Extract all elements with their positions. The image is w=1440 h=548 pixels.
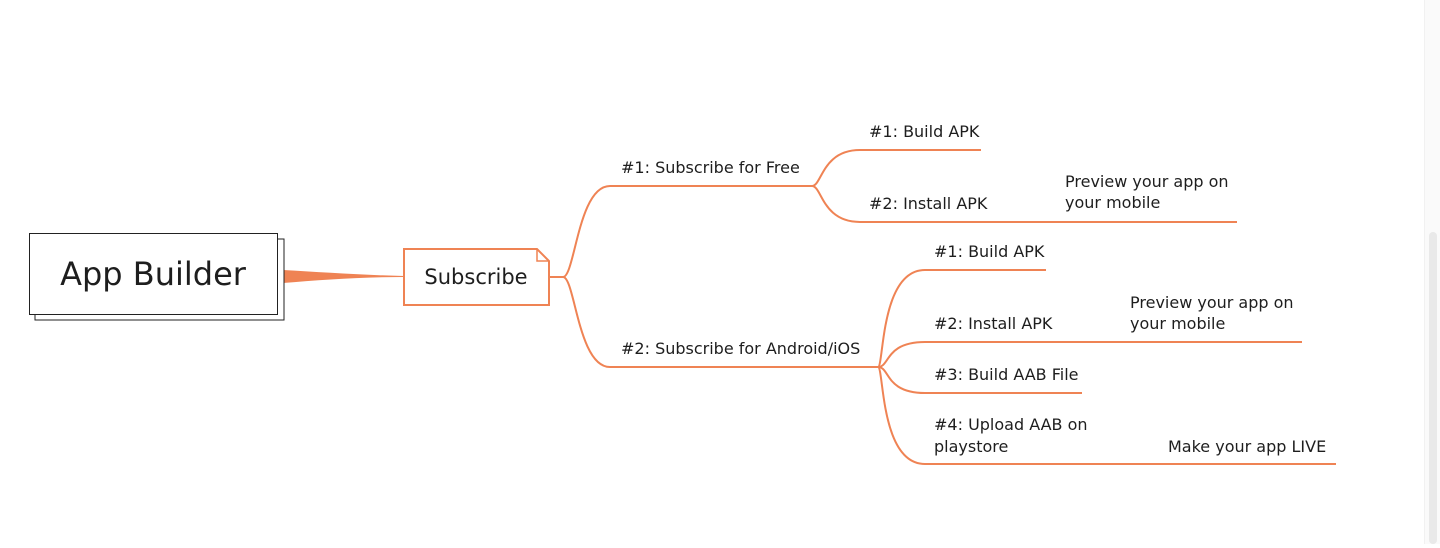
android-child-build-apk-label[interactable]: #1: Build APK [934,242,1045,261]
android-child-build-aab-label[interactable]: #3: Build AAB File [934,365,1078,384]
label-line: #4: Upload AAB on [934,415,1088,434]
note-line: your mobile [1065,193,1160,212]
android-child-upload-aab-label[interactable]: #4: Upload AAB on playstore [934,415,1093,456]
branch-curve-android-ios [562,276,878,368]
branch-label-android-ios[interactable]: #2: Subscribe for Android/iOS [621,339,860,358]
free-child-install-apk-label[interactable]: #2: Install APK [869,194,988,213]
branch-curve-free [549,185,812,278]
main-topic-node[interactable]: Subscribe [403,248,550,306]
main-topic-box [403,248,550,306]
vertical-scrollbar[interactable] [1424,0,1440,544]
scrollbar-thumb[interactable] [1429,232,1437,544]
note-line: Preview your app on [1130,293,1294,312]
android-child-install-apk-label[interactable]: #2: Install APK [934,314,1053,333]
root-node[interactable]: App Builder [29,233,285,321]
root-node-label: App Builder [60,255,247,293]
root-node-box [29,233,278,315]
branch-label-free[interactable]: #1: Subscribe for Free [621,158,800,177]
note-line: Preview your app on [1065,172,1229,191]
branch-curve-free-build-apk [811,149,981,187]
free-child-build-apk-label[interactable]: #1: Build APK [869,122,980,141]
branch-curve-free-install-apk [811,185,1237,223]
android-child-install-apk-note: Preview your app on your mobile [1130,293,1299,333]
free-child-install-apk-note: Preview your app on your mobile [1065,172,1234,212]
branch-curve-android-install-apk [877,341,1302,368]
branch-curve-android-build-aab [877,366,1082,394]
root-connector [283,270,404,283]
branch-curve-android-upload-aab [877,366,1336,465]
android-child-upload-aab-note: Make your app LIVE [1168,437,1326,456]
label-line: playstore [934,437,1008,456]
note-line: your mobile [1130,314,1225,333]
branch-curve-android-build-apk [877,269,1046,368]
main-topic-fold [536,249,549,262]
main-topic-label: Subscribe [424,265,527,289]
